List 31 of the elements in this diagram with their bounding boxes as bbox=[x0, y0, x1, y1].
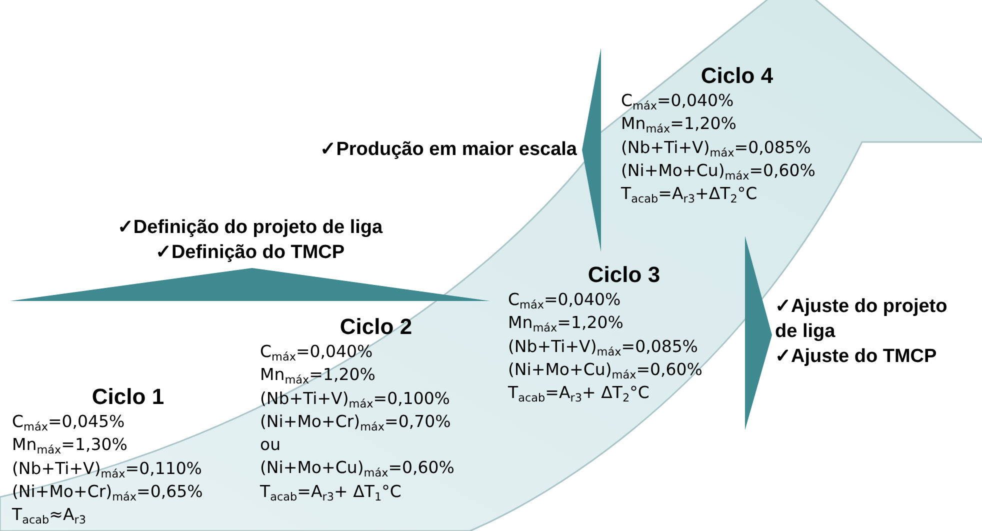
checklist-item: ✓Ajuste do TMCP bbox=[775, 345, 938, 369]
cycle-heading: Ciclo 3 bbox=[586, 262, 662, 288]
composition-line: T$_{acab}$=A$_{r3}$+ ΔT$_{1}$°C bbox=[260, 480, 402, 504]
composition-line: (Nb+Ti+V)$_{máx}$=0,085% bbox=[621, 136, 811, 159]
composition-line: (Nb+Ti+V)$_{máx}$=0,100% bbox=[260, 388, 450, 410]
composition-line: Mn$_{máx}$=1,20% bbox=[621, 113, 736, 136]
checklist-item: ✓Definição do projeto de liga bbox=[116, 216, 384, 240]
composition-line: C$_{máx}$=0,040% bbox=[621, 90, 734, 112]
composition-line: (Ni+Mo+Cu)$_{máx}$=0,60% bbox=[260, 457, 454, 480]
composition-line: C$_{máx}$=0,045% bbox=[12, 411, 125, 434]
composition-line: Mn$_{máx}$=1,20% bbox=[260, 364, 376, 387]
checklist-item: ✓Produção em maior escala bbox=[319, 138, 577, 162]
composition-line: (Nb+Ti+V)$_{máx}$=0,110% bbox=[12, 458, 202, 480]
cycle-heading: Ciclo 1 bbox=[90, 384, 166, 410]
composition-line: T$_{acab}$=A$_{r3}$+ ΔT$_{2}$°C bbox=[508, 382, 650, 404]
composition-line: (Ni+Mo+Cu)$_{máx}$=0,60% bbox=[508, 358, 702, 382]
composition-line: (Nb+Ti+V)$_{máx}$=0,085% bbox=[508, 336, 698, 358]
composition-line: (Ni+Mo+Cu)$_{máx}$=0,60% bbox=[621, 160, 816, 182]
checklist-item: ✓Ajuste do projeto de liga bbox=[775, 295, 948, 344]
cycle-heading: Ciclo 4 bbox=[700, 63, 774, 89]
composition-line: C$_{máx}$=0,040% bbox=[260, 341, 373, 364]
composition-line: Mn$_{máx}$=1,20% bbox=[508, 312, 624, 335]
composition-line: ou bbox=[260, 434, 281, 456]
checklist-item: ✓Definição do TMCP bbox=[154, 241, 346, 265]
composition-line: T$_{acab}$=A$_{r3}$+ΔT$_{2}$°C bbox=[621, 183, 758, 206]
composition-line: T$_{acab}$≈A$_{r3}$ bbox=[12, 504, 86, 526]
composition-line: (Ni+Mo+Cr)$_{máx}$=0,70% bbox=[260, 410, 451, 434]
composition-line: C$_{máx}$=0,040% bbox=[508, 289, 621, 312]
cycle-heading: Ciclo 2 bbox=[338, 314, 414, 340]
composition-line: (Ni+Mo+Cr)$_{máx}$=0,65% bbox=[12, 480, 203, 504]
composition-line: Mn$_{máx}$=1,30% bbox=[12, 434, 128, 457]
